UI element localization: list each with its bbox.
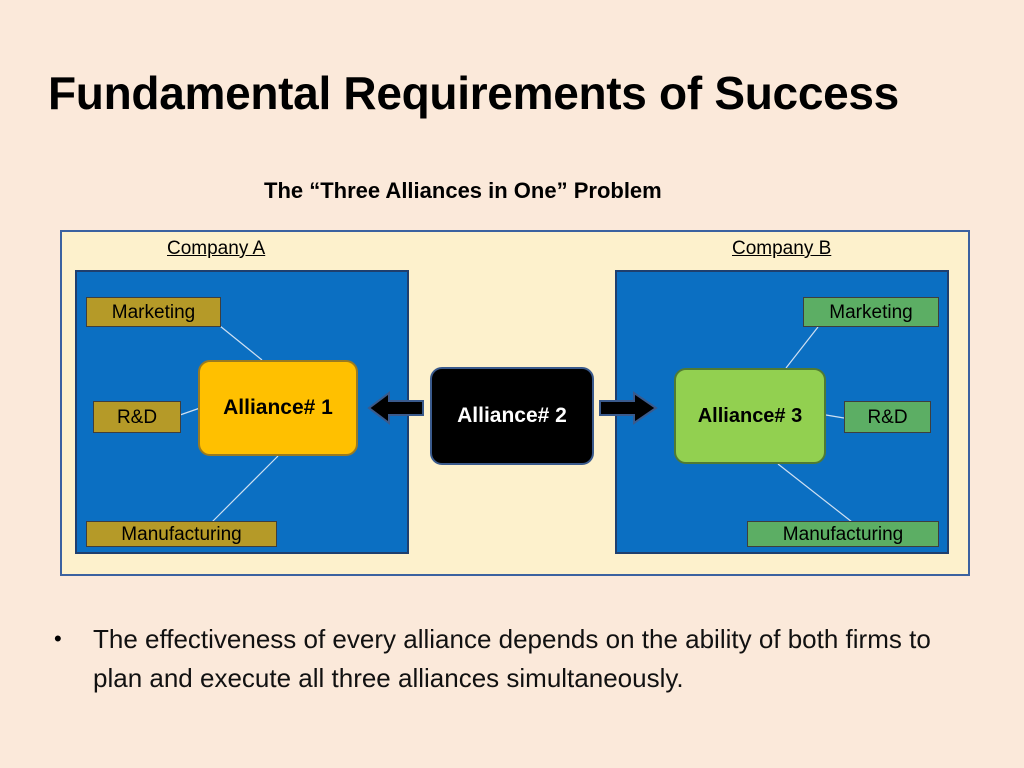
bullet-text: The effectiveness of every alliance depe… [93,624,931,693]
bullet-marker: • [54,626,62,651]
alliance-2-box: Alliance# 2 [430,367,594,465]
alliance-1-label: Alliance# 1 [223,396,333,419]
alliance-1-box: Alliance# 1 [198,360,358,456]
company-a-marketing: Marketing [86,297,221,327]
diagram-heading: The “Three Alliances in One” Problem [264,178,662,203]
arrow-right-icon [599,391,658,425]
slide-title: Fundamental Requirements of Success [48,67,899,119]
company-a-label: Company A [167,238,266,259]
company-b-manufacturing: Manufacturing [747,521,939,547]
alliance-3-box: Alliance# 3 [674,368,826,464]
company-b-rd: R&D [844,401,931,433]
alliance-2-label: Alliance# 2 [457,404,567,427]
company-a-rd: R&D [93,401,181,433]
company-b-marketing: Marketing [803,297,939,327]
alliance-3-label: Alliance# 3 [697,404,803,427]
arrow-left-icon [367,391,424,425]
company-a-manufacturing: Manufacturing [86,521,277,547]
company-b-label: Company B [732,238,832,259]
